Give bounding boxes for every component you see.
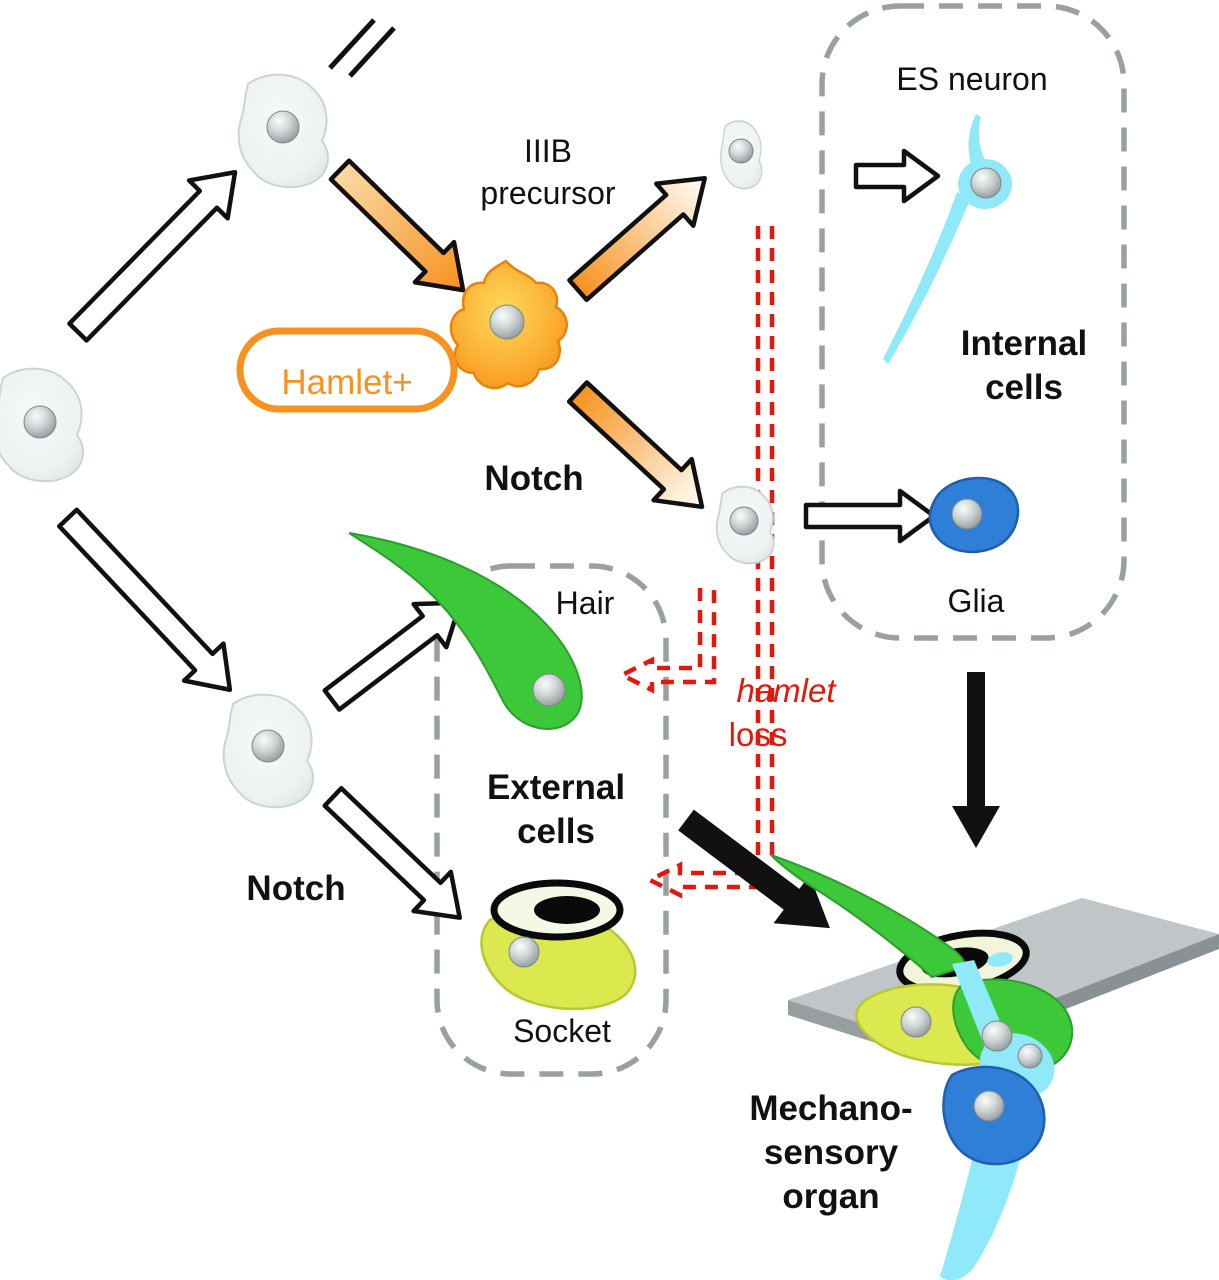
nucleus: [266, 110, 300, 144]
hamlet-plus-outline: [236, 327, 458, 413]
nucleus: [981, 1020, 1013, 1052]
glia-cell: [928, 476, 1020, 554]
hamlet-loss-arrow-to-hair: [616, 588, 717, 694]
nucleus: [1017, 1043, 1043, 1069]
nucleus: [729, 506, 759, 536]
division-arrows: [57, 148, 941, 920]
internal-cells-label-line2: cells: [985, 368, 1063, 407]
nucleus: [251, 729, 285, 763]
iiib-precursor-cell: [449, 259, 568, 390]
nucleus: [951, 498, 983, 530]
nucleus: [489, 304, 525, 340]
mechanosensory-organ: [770, 854, 1219, 1280]
arrow-to-glia: [803, 488, 937, 544]
arrow-precursor-to-top-daughter: [67, 169, 238, 343]
external-cells-label-line1: External: [487, 768, 625, 807]
es-neuron-label: ES neuron: [896, 61, 1047, 97]
nucleus: [900, 1006, 932, 1038]
arrow-daughter-to-iiib: [328, 158, 466, 293]
iiib-precursor-label-line2: precursor: [480, 175, 616, 211]
internal-cells-box: [819, 3, 1127, 641]
organ-label-line1: Mechano-: [749, 1089, 912, 1128]
assembly-arrows: [678, 672, 1000, 929]
hamlet-arrows: [328, 158, 708, 510]
bristle-marks: [328, 18, 396, 78]
es-neuron-dendrite: [883, 192, 970, 364]
organ-ring-nerve-ending: [987, 952, 1013, 967]
glia-label: Glia: [948, 583, 1005, 619]
es-neuron-spike: [968, 114, 988, 168]
hamlet-plus-label: Hamlet+: [281, 363, 412, 402]
nucleus: [532, 673, 566, 707]
hair-cell: [348, 532, 583, 730]
labels: IIIB precursor Notch Notch ES neuron Int…: [246, 61, 1087, 1216]
socket-ring-inner: [534, 896, 600, 924]
hair-label: Hair: [556, 585, 615, 621]
hamlet-loss-label-line1: hamlet: [736, 672, 837, 709]
hamlet-loss-label-line2: loss: [729, 716, 788, 753]
notch-upper-label: Notch: [484, 459, 583, 498]
arrow-external-to-organ: [678, 809, 830, 929]
arrow-to-socket-cell: [322, 786, 462, 920]
hamlet-plus-badge: Hamlet+: [236, 327, 458, 413]
nucleus: [728, 138, 754, 164]
notch-lower-label: Notch: [246, 869, 345, 908]
precursor-cells: [0, 18, 775, 809]
socket-label: Socket: [513, 1013, 611, 1049]
nucleus: [23, 405, 57, 439]
arrow-to-hair-cell: [322, 600, 463, 712]
nucleus: [970, 167, 1002, 199]
iiib-precursor-label-line1: IIIB: [524, 133, 572, 169]
external-cells-box: [434, 563, 669, 1077]
internal-cells-label-line1: Internal: [961, 324, 1087, 363]
hair-body: [348, 532, 583, 730]
nucleus: [973, 1090, 1005, 1122]
organ-label-line2: sensory: [764, 1133, 899, 1172]
organ-label-line3: organ: [782, 1177, 879, 1216]
arrow-iiib-to-neuron-precursor: [567, 175, 708, 303]
arrow-precursor-to-bottom-daughter: [57, 507, 233, 693]
arrow-iiib-to-glia-precursor: [566, 380, 705, 510]
nucleus: [508, 936, 540, 968]
arrow-to-es-neuron: [853, 148, 941, 204]
es-neuron-cell: [883, 114, 1012, 364]
arrow-internal-to-organ: [952, 672, 1000, 848]
external-cells-label-line2: cells: [517, 812, 595, 851]
hamlet-loss-arrow-to-socket: [644, 861, 770, 899]
socket-cell: [480, 879, 637, 1011]
